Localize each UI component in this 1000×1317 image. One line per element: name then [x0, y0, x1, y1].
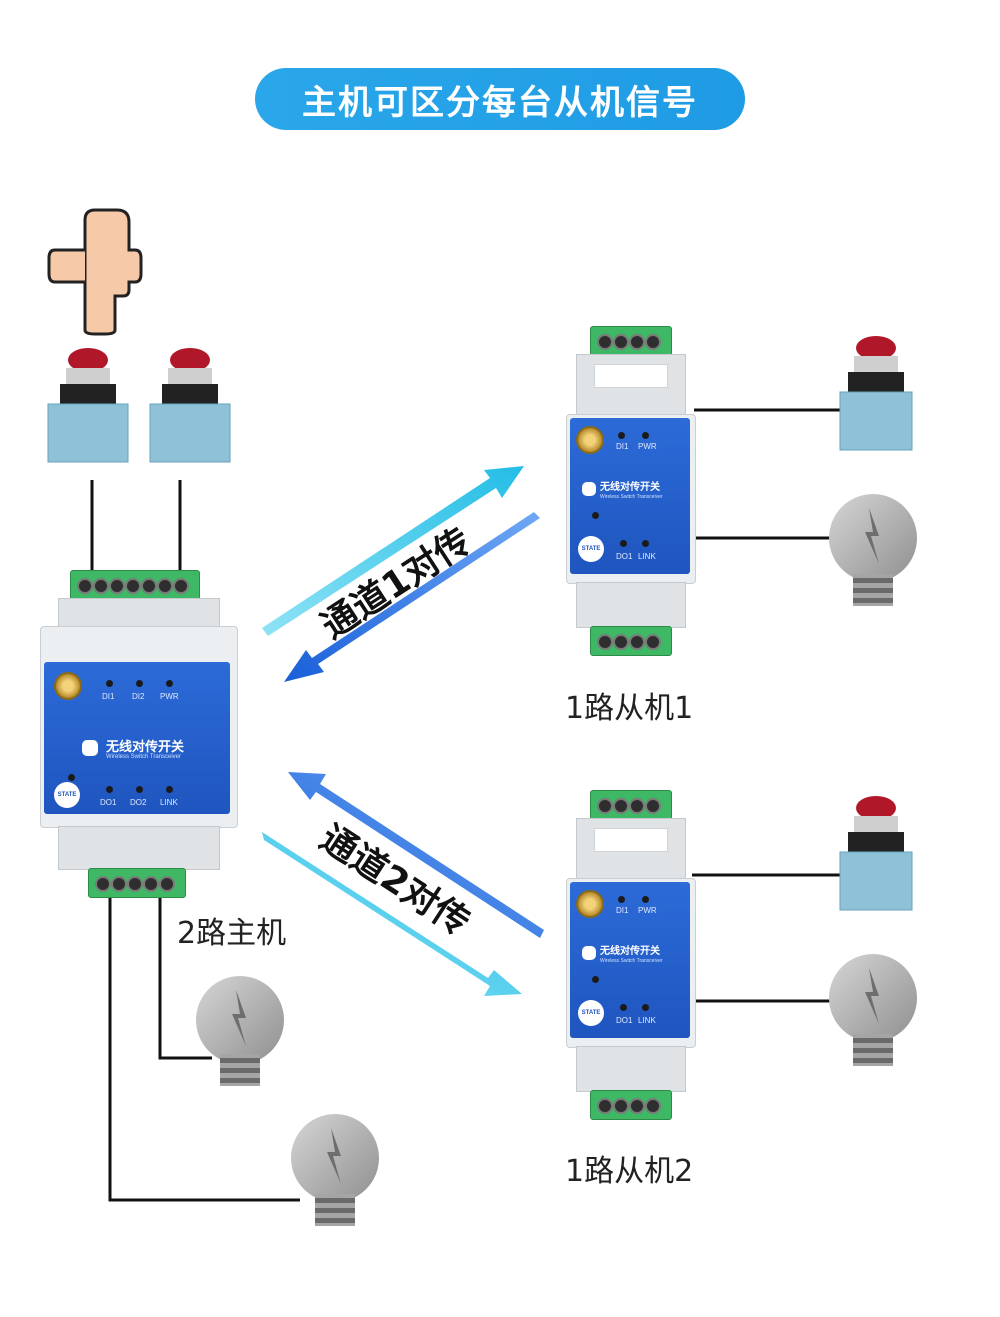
state-button[interactable]: STATE [578, 1000, 604, 1026]
led-label: DO1 [616, 552, 633, 561]
device-subtitle: Wireless Switch Transceiver [106, 754, 182, 760]
front-panel: DI1 PWR 无线对传开关 Wireless Switch Transceiv… [570, 418, 690, 574]
led-label: DI1 [102, 692, 115, 701]
device-title: 无线对传开关 [600, 482, 660, 493]
bulb-icon [829, 494, 917, 606]
antenna-connector-icon [54, 672, 82, 700]
state-button[interactable]: STATE [578, 536, 604, 562]
arrow-slave1-to-master [284, 512, 540, 682]
led-label: LINK [638, 552, 656, 561]
terminal-block [590, 790, 672, 820]
led-label: PWR [160, 692, 179, 701]
master-device: DI1 DI2 PWR 无线对传开关 Wireless Switch Trans… [38, 568, 238, 898]
led-label: DI1 [616, 906, 629, 915]
state-button[interactable]: STATE [54, 782, 80, 808]
terminal-block [590, 326, 672, 356]
robot-logo-icon [582, 946, 596, 960]
arrow-slave2-to-master [288, 772, 544, 938]
slave-device-1: DI1 PWR 无线对传开关 Wireless Switch Transceiv… [566, 326, 696, 656]
device-title: 无线对传开关 [600, 946, 660, 957]
robot-logo-icon [582, 482, 596, 496]
slave2-label: 1路从机2 [565, 1154, 694, 1189]
hand-pointer-icon [47, 208, 143, 336]
robot-logo-icon [82, 740, 98, 756]
led-label: LINK [160, 798, 178, 807]
led-label: DO2 [130, 798, 147, 807]
bulb-icon [196, 976, 284, 1086]
arrow-master-to-slave2 [262, 832, 522, 996]
led-label: DI2 [132, 692, 145, 701]
antenna-connector-icon [576, 426, 604, 454]
bulb-icon [829, 954, 917, 1066]
push-button-icon [839, 336, 913, 451]
arrow-master-to-slave1 [262, 466, 524, 636]
led-label: DI1 [616, 442, 629, 451]
device-subtitle: Wireless Switch Transceiver [600, 494, 663, 500]
terminal-block [590, 1090, 672, 1120]
bulb-icon [291, 1114, 379, 1226]
terminal-block [70, 570, 200, 600]
slave-device-2: DI1 PWR 无线对传开关 Wireless Switch Transceiv… [566, 790, 696, 1120]
led-label: PWR [638, 906, 657, 915]
device-title: 无线对传开关 [106, 740, 185, 755]
title-banner: 主机可区分每台从机信号 [255, 68, 745, 130]
led-label: LINK [638, 1016, 656, 1025]
front-panel: DI1 DI2 PWR 无线对传开关 Wireless Switch Trans… [44, 662, 230, 814]
push-button-icon [839, 796, 913, 911]
push-button-icon [47, 348, 129, 463]
led-label: DO1 [100, 798, 117, 807]
wire-bulb2 [108, 898, 300, 1202]
front-panel: DI1 PWR 无线对传开关 Wireless Switch Transceiv… [570, 882, 690, 1038]
led-label: DO1 [616, 1016, 633, 1025]
slave1-label: 1路从机1 [565, 691, 694, 726]
push-button-icon [149, 348, 231, 463]
master-label: 2路主机 [177, 916, 287, 951]
terminal-block [88, 868, 186, 898]
wire [90, 408, 842, 1202]
wire-bulb1 [158, 898, 212, 1060]
terminal-block [590, 626, 672, 656]
led-label: PWR [638, 442, 657, 451]
antenna-connector-icon [576, 890, 604, 918]
device-subtitle: Wireless Switch Transceiver [600, 958, 663, 964]
